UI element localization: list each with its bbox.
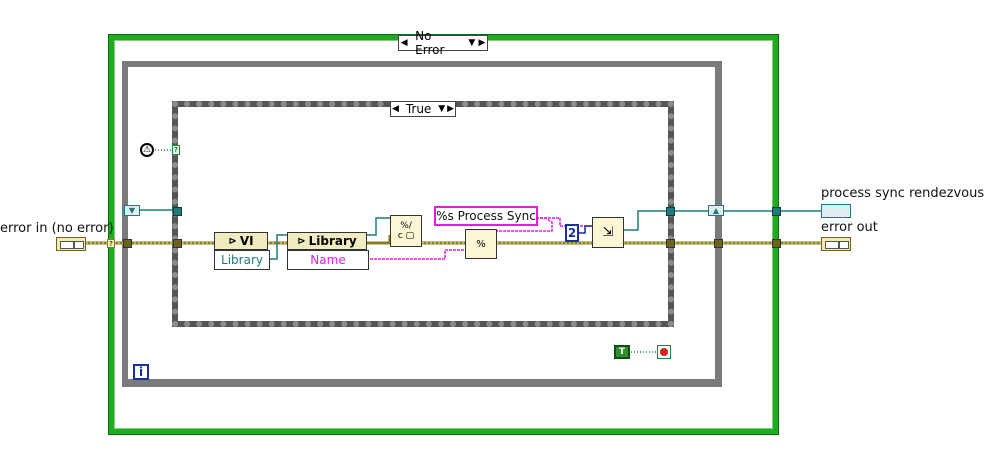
error-in-label: error in (no error) [0, 221, 114, 236]
dropdown-arrow-icon[interactable]: ▼ [438, 104, 446, 114]
format-into-string-icon[interactable]: % [465, 229, 497, 259]
inner-case-label: True [405, 102, 432, 116]
shift-register-left-icon[interactable]: ▼ [124, 205, 140, 216]
format-string-constant[interactable]: %s Process Sync [434, 206, 538, 226]
inner-error-out-tunnel[interactable] [666, 239, 675, 248]
inner-case-selector[interactable]: ◀ True ▼ ▶ [390, 101, 456, 117]
shift-register-right-icon[interactable]: ▲ [708, 205, 724, 216]
string-to-path-icon[interactable]: %/c ▢ [390, 215, 422, 247]
outer-error-out-tunnel[interactable] [772, 239, 781, 248]
library-property-node[interactable]: ⊳ Library [287, 232, 367, 250]
process-sync-terminal[interactable] [821, 204, 851, 218]
inner-error-tunnel[interactable] [173, 239, 182, 248]
question-terminal-icon[interactable]: ? [107, 239, 115, 248]
error-out-terminal[interactable] [821, 237, 851, 251]
outer-case-selector[interactable]: ◀ No Error ▼ ▶ [398, 29, 488, 57]
numeric-constant[interactable]: 2 [565, 224, 579, 242]
decrement-arrow-icon[interactable]: ◀ [391, 104, 399, 114]
decrement-arrow-icon[interactable]: ◀ [400, 38, 408, 48]
warning-tunnel[interactable]: ? [172, 145, 180, 155]
vi-property-library-row[interactable]: Library [214, 250, 270, 270]
property-node-icon: ⊳ [297, 235, 306, 247]
outer-refnum-out-tunnel[interactable] [772, 207, 781, 216]
vi-property-head-label: VI [239, 234, 254, 248]
vi-property-node[interactable]: ⊳ VI [214, 232, 268, 250]
outer-error-tunnel[interactable] [123, 239, 132, 248]
increment-arrow-icon[interactable]: ▶ [447, 104, 455, 114]
library-property-name-row[interactable]: Name [287, 250, 369, 270]
warning-icon[interactable]: ⚠ [140, 143, 154, 157]
dropdown-arrow-icon[interactable]: ▼ [468, 38, 476, 48]
error-in-terminal[interactable] [56, 237, 86, 251]
stop-icon[interactable] [657, 345, 671, 359]
process-sync-label: process sync rendezvous [821, 186, 985, 201]
stop-indicator [660, 348, 668, 356]
loop-error-out-tunnel[interactable] [714, 239, 723, 248]
increment-arrow-icon[interactable]: ▶ [478, 38, 486, 48]
numeric-wire[interactable] [578, 225, 593, 234]
library-property-head-label: Library [308, 234, 357, 248]
property-node-icon: ⊳ [228, 235, 237, 247]
obtain-rendezvous-icon[interactable]: ⇲ [592, 217, 624, 248]
inner-refnum-out-tunnel[interactable] [666, 207, 675, 216]
error-out-label: error out [821, 220, 878, 235]
true-constant[interactable]: T [614, 345, 630, 359]
inner-refnum-tunnel[interactable] [173, 207, 182, 216]
loop-iteration-terminal[interactable]: i [133, 364, 149, 380]
outer-case-label: No Error [415, 29, 445, 57]
error-wire[interactable] [86, 235, 821, 245]
